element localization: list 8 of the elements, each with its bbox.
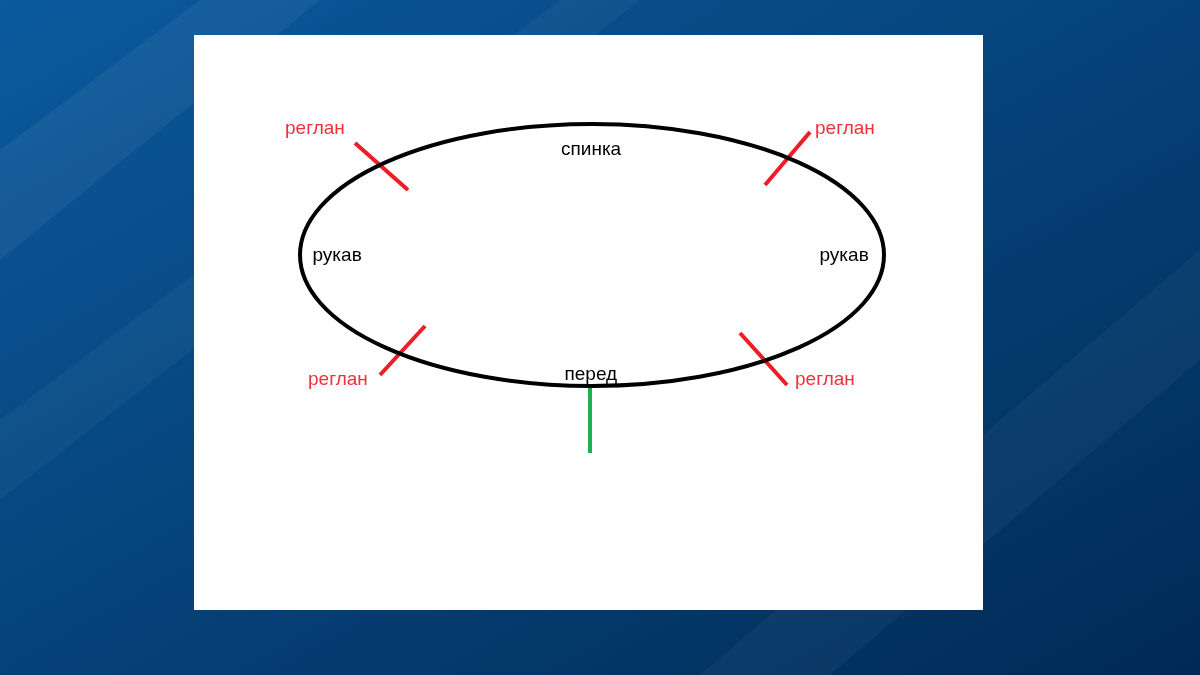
raglan-label: реглан: [815, 117, 875, 139]
part-label: рукав: [312, 244, 362, 266]
part-label: спинка: [561, 138, 622, 160]
part-label: перед: [564, 363, 618, 385]
raglan-label: реглан: [285, 117, 345, 139]
raglan-label: реглан: [308, 368, 368, 390]
raglan-label: реглан: [795, 368, 855, 390]
part-label: рукав: [819, 244, 869, 266]
